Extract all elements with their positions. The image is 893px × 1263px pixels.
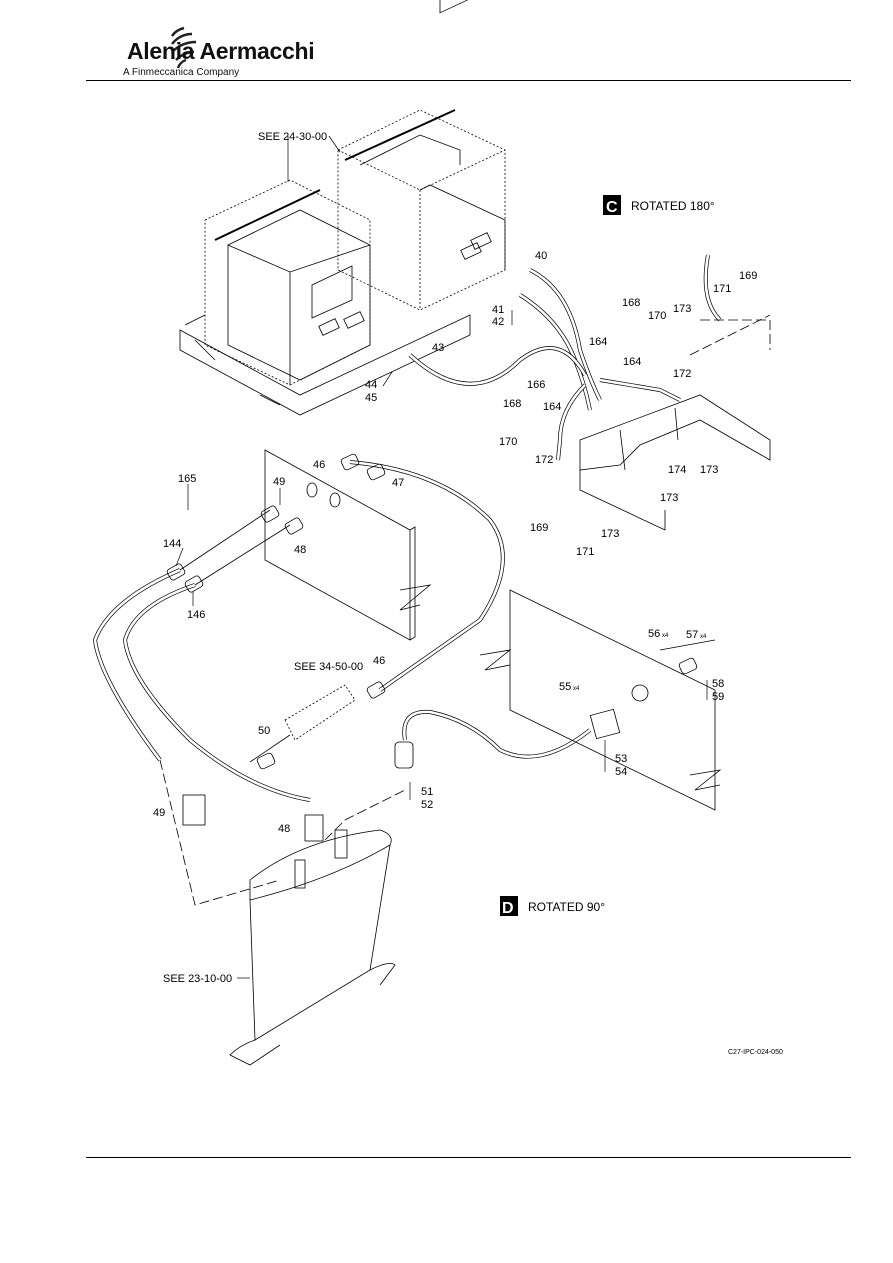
callout-164a: 164 xyxy=(589,336,607,348)
cable-harness-upper xyxy=(408,254,722,461)
callout-169b: 169 xyxy=(530,522,548,534)
callout-168a: 168 xyxy=(622,297,640,309)
view-c-badge xyxy=(603,195,621,215)
battery-boxes-assembly xyxy=(179,0,506,416)
mounting-panel-right xyxy=(479,589,722,811)
callout-57-qty: x4 xyxy=(700,634,707,640)
bracket-view-c xyxy=(579,314,771,531)
callout-164b: 164 xyxy=(623,356,641,368)
callout-173c: 173 xyxy=(660,492,678,504)
header-rule xyxy=(86,80,851,81)
view-c-caption: ROTATED 180° xyxy=(631,199,715,213)
callout-56-qty: x4 xyxy=(662,633,669,639)
callout-48a: 48 xyxy=(294,544,306,556)
callout-46a: 46 xyxy=(313,459,325,471)
callout-171a: 171 xyxy=(713,283,731,295)
connector-symbols xyxy=(166,453,698,842)
callout-172a: 172 xyxy=(673,368,691,380)
callout-48b: 48 xyxy=(278,823,290,835)
callout-169a: 169 xyxy=(739,270,757,282)
antenna-fin xyxy=(229,829,396,1066)
callout-leaders xyxy=(175,135,708,979)
callout-164c: 164 xyxy=(543,401,561,413)
callout-49a: 49 xyxy=(273,476,285,488)
callout-59: 59 xyxy=(712,691,724,703)
callout-49b: 49 xyxy=(153,807,165,819)
callout-171b: 171 xyxy=(576,546,594,558)
callout-47: 47 xyxy=(392,477,404,489)
callout-146: 146 xyxy=(187,609,205,621)
callout-172b: 172 xyxy=(535,454,553,466)
callout-57: 57 xyxy=(686,629,698,641)
callout-144: 144 xyxy=(163,538,181,550)
view-d-letter: D xyxy=(502,900,514,917)
callout-41: 41 xyxy=(492,304,504,316)
callout-165: 165 xyxy=(178,473,196,485)
callout-170a: 170 xyxy=(648,310,666,322)
company-name: Alenia Aermacchi xyxy=(127,38,315,64)
callout-43: 43 xyxy=(432,342,444,354)
callout-174: 174 xyxy=(668,464,686,476)
callout-45: 45 xyxy=(365,392,377,404)
callout-173a: 173 xyxy=(673,303,691,315)
callout-170b: 170 xyxy=(499,436,517,448)
drawing-id: C27-IPC-024-050 xyxy=(728,1049,783,1056)
mounting-panel-left xyxy=(264,449,432,641)
callouts: SEE 24-30-00 SEE 34-50-00 SEE 23-10-00 C… xyxy=(153,131,783,1056)
coax-cables-middle xyxy=(92,460,592,802)
callout-40: 40 xyxy=(535,250,547,262)
ref-23-10-00: SEE 23-10-00 xyxy=(163,973,232,985)
callout-58: 58 xyxy=(712,678,724,690)
callout-52: 52 xyxy=(421,799,433,811)
callout-173d: 173 xyxy=(601,528,619,540)
callout-50: 50 xyxy=(258,725,270,737)
ref-34-50-00: SEE 34-50-00 xyxy=(294,661,363,673)
callout-55-qty: x4 xyxy=(573,686,580,692)
company-tagline: A Finmeccanica Company xyxy=(123,67,240,78)
footer-rule xyxy=(86,1157,851,1158)
leader-lines xyxy=(159,759,406,906)
callout-42: 42 xyxy=(492,316,504,328)
callout-44: 44 xyxy=(365,379,377,391)
view-d-badge xyxy=(500,896,518,916)
callout-173b: 173 xyxy=(700,464,718,476)
callout-46b: 46 xyxy=(373,655,385,667)
callout-51: 51 xyxy=(421,786,433,798)
ref-24-30-00: SEE 24-30-00 xyxy=(258,131,327,143)
callout-56: 56 xyxy=(648,628,660,640)
callout-54: 54 xyxy=(615,766,627,778)
rf-component xyxy=(249,684,356,763)
callout-53: 53 xyxy=(615,753,627,765)
view-c-letter: C xyxy=(606,199,618,216)
view-d-caption: ROTATED 90° xyxy=(528,900,605,914)
alenia-logo-swoosh xyxy=(170,26,197,69)
callout-166: 166 xyxy=(527,379,545,391)
callout-55: 55 xyxy=(559,681,571,693)
callout-168b: 168 xyxy=(503,398,521,410)
